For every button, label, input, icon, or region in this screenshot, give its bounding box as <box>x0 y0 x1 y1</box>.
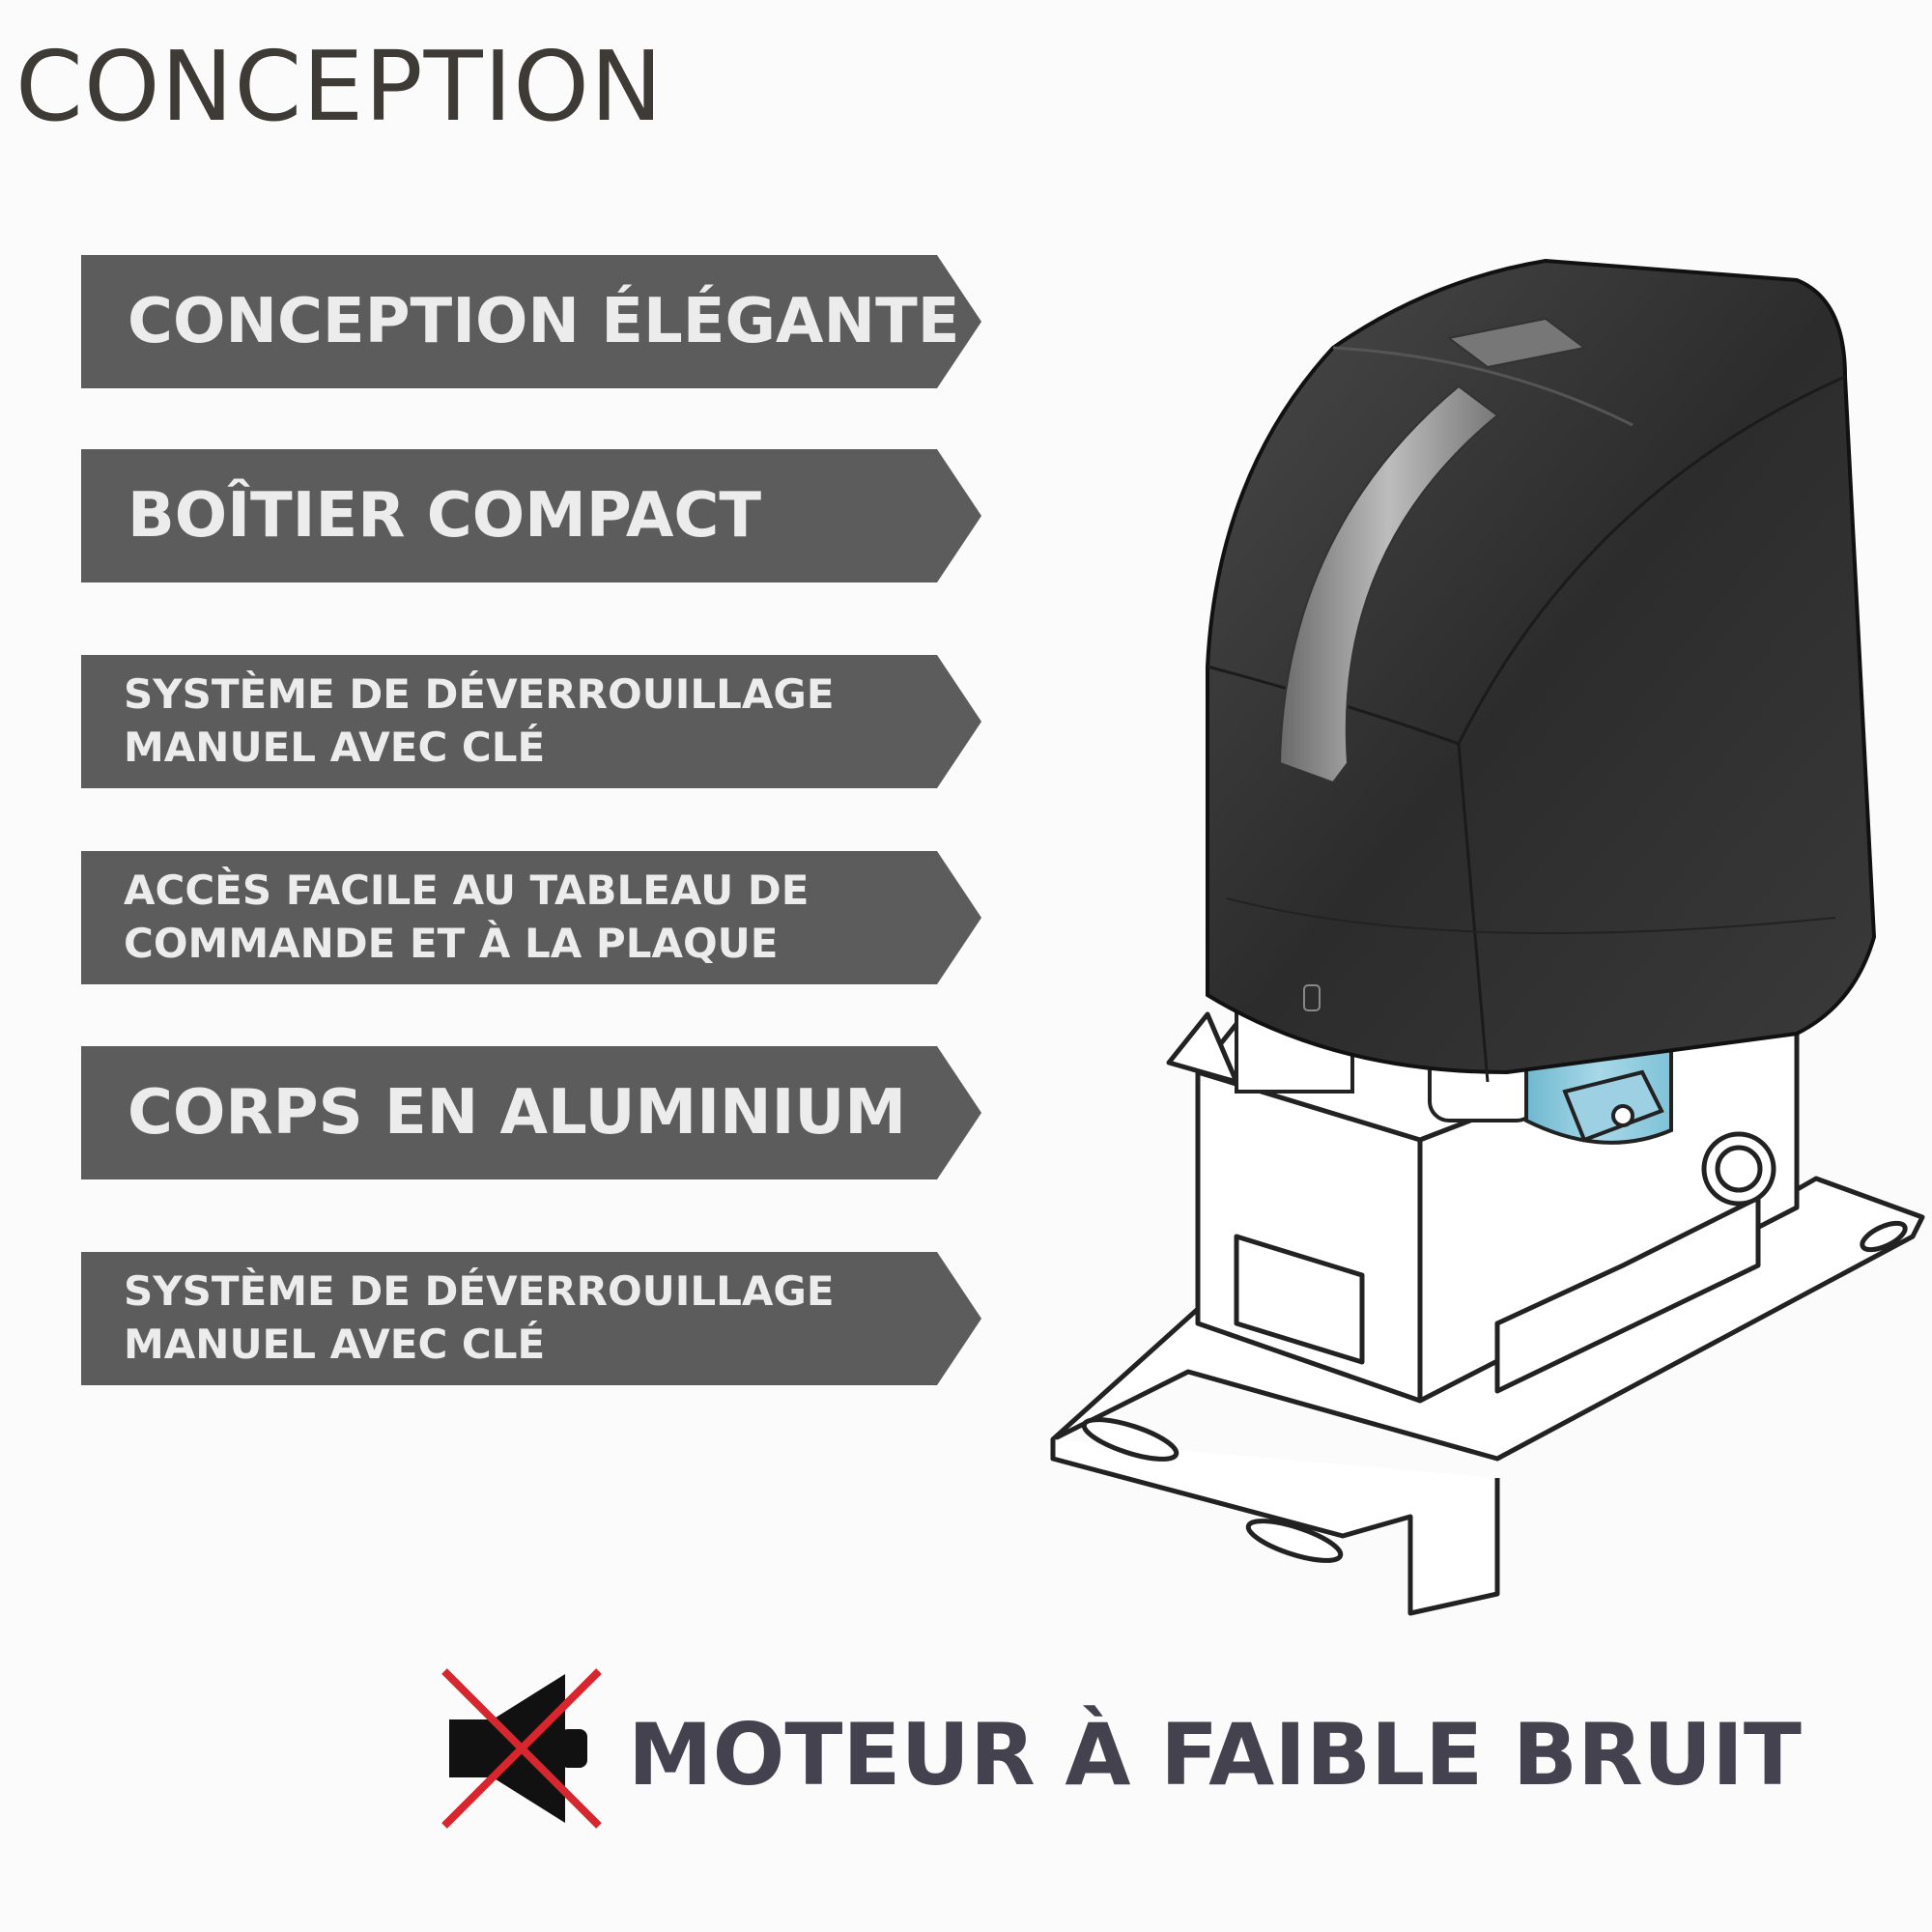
feature-banner-aluminium-body: CORPS EN ALUMINIUM <box>81 1046 981 1179</box>
feature-banner-easy-access: ACCÈS FACILE AU TABLEAU DE COMMANDE ET À… <box>81 851 981 984</box>
feature-label-line-1: SYSTÈME DE DÉVERROUILLAGE <box>124 670 835 719</box>
black-cover <box>1206 258 1877 1083</box>
feature-label: CONCEPTION ÉLÉGANTE <box>128 286 960 357</box>
gate-motor-illustration <box>1050 258 1925 1616</box>
footer-label: MOTEUR À FAIBLE BRUIT <box>628 1705 1802 1804</box>
feature-label-line-2: COMMANDE ET À LA PLAQUE <box>124 920 779 967</box>
feature-label-line-2: MANUEL AVEC CLÉ <box>124 1321 546 1368</box>
mute-speaker-icon <box>441 1668 602 1829</box>
feature-banner-compact-housing: BOÎTIER COMPACT <box>81 449 981 582</box>
feature-banner-manual-release-2: SYSTÈME DE DÉVERROUILLAGE MANUEL AVEC CL… <box>81 1252 981 1385</box>
feature-banner-manual-release: SYSTÈME DE DÉVERROUILLAGE MANUEL AVEC CL… <box>81 655 981 788</box>
page-title: CONCEPTION <box>15 30 664 143</box>
feature-label-line-1: SYSTÈME DE DÉVERROUILLAGE <box>124 1267 835 1316</box>
feature-label-line-2: MANUEL AVEC CLÉ <box>124 724 546 771</box>
feature-banner-elegant-design: CONCEPTION ÉLÉGANTE <box>81 255 981 388</box>
feature-label: CORPS EN ALUMINIUM <box>128 1077 907 1149</box>
feature-label: BOÎTIER COMPACT <box>128 480 761 552</box>
feature-label-line-1: ACCÈS FACILE AU TABLEAU DE <box>124 867 810 915</box>
footer-feature: MOTEUR À FAIBLE BRUIT <box>440 1666 1802 1831</box>
